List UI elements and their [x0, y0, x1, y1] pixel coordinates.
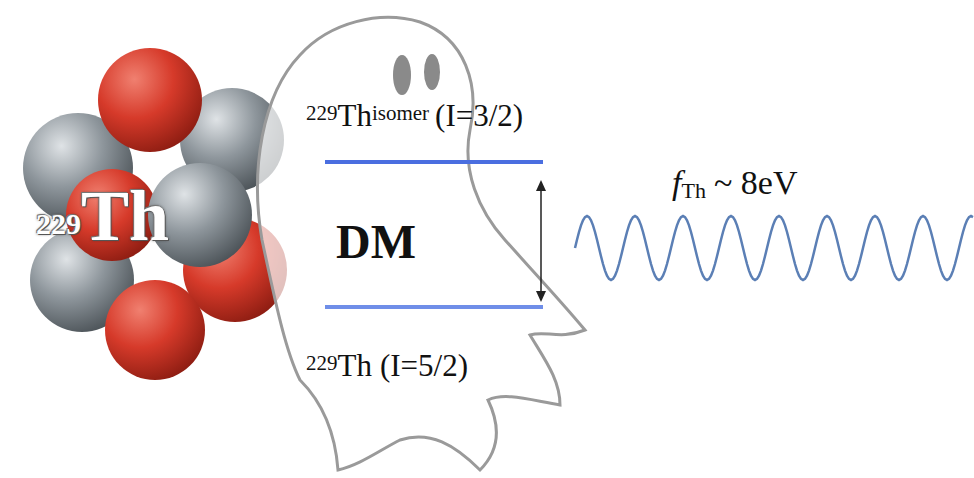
ghost-outline [258, 17, 585, 470]
mass-number: 229 [306, 351, 338, 375]
transition-arrow [536, 180, 546, 302]
mass-number: 229 [36, 207, 81, 240]
mass-number: 229 [306, 101, 338, 125]
nucleus-label: 229Th [36, 180, 169, 252]
element-symbol: Th [338, 98, 372, 133]
dm-label: DM [336, 218, 416, 266]
dm-label: DM [336, 215, 416, 268]
isomer-label: 229Thisomer(I=3/2) [306, 100, 523, 131]
subscript: Th [681, 178, 705, 203]
superscript: isomer [372, 101, 429, 125]
ground-level-line [325, 305, 543, 309]
isomer-level-line [325, 160, 543, 164]
spin-label: (I=5/2) [380, 348, 468, 383]
nucleus-illustration [23, 48, 287, 380]
frequency-label: fTh ~ 8eV [672, 166, 797, 202]
spin-label: (I=3/2) [435, 98, 523, 133]
element-symbol: Th [338, 348, 372, 383]
frequency-symbol: f [672, 164, 681, 201]
sine-wave [575, 216, 973, 280]
ground-label: 229Th(I=5/2) [306, 350, 468, 381]
element-symbol: Th [81, 176, 169, 256]
frequency-value: ~ 8eV [714, 164, 798, 201]
